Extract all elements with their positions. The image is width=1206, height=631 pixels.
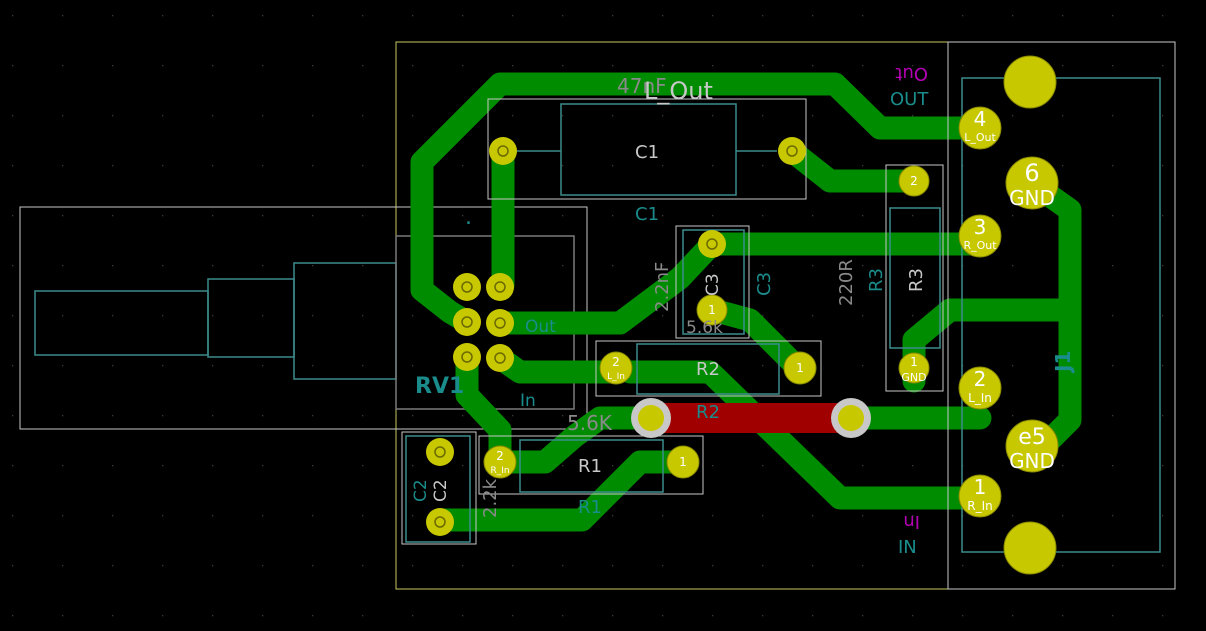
rv1-pad-4-hole <box>494 317 506 329</box>
r2-ref-fab: R2 <box>696 359 720 380</box>
silk-and-fab-labels: 47nF L_Out C1 C1 RV1 Out In . 2.2nF C3 C… <box>411 63 1075 558</box>
rv1-pad-5 <box>453 343 481 371</box>
pad-r3-2: 2 <box>898 165 930 197</box>
r1-value-label: 2.2k <box>480 478 501 518</box>
pad-number: e5 <box>1018 425 1046 450</box>
c1-pad-1 <box>489 137 517 165</box>
c1-ref-silk: C1 <box>635 204 659 225</box>
c2-pad-2 <box>426 508 454 536</box>
rv1-pad-2 <box>486 273 514 301</box>
c2-pad-1-hole <box>434 446 446 458</box>
r1-ref-fab: R1 <box>578 456 602 477</box>
r3-ref-silk: R3 <box>866 268 887 292</box>
c3-pad-2 <box>698 230 726 258</box>
pad-r2-1: 1 <box>783 351 817 385</box>
pad-c3-1: 1 <box>696 294 728 326</box>
j1-ref: J1 <box>1051 351 1075 374</box>
pad-r1-2: 2R_In <box>483 445 517 479</box>
c2-ref-silk: C2 <box>411 479 431 502</box>
in-mirror-label: In <box>903 511 920 532</box>
out-label: OUT <box>890 89 929 110</box>
rv1-in-label: In <box>520 391 536 411</box>
c2-ref-fab: C2 <box>431 479 451 502</box>
c1-net-label: L_Out <box>644 77 713 105</box>
pad-net-label: R_In <box>967 499 992 513</box>
rv1-pad-4 <box>486 309 514 337</box>
r1-ref-silk: R1 <box>578 497 602 518</box>
rv1-pad-6 <box>486 344 514 372</box>
r2-ref-silk: R2 <box>696 402 720 423</box>
c3-pad-2-hole <box>706 238 718 250</box>
rv1-pad-3 <box>453 308 481 336</box>
c3-inner-value: 5.6k <box>686 318 723 338</box>
r2-value-label: 5.6K <box>567 411 613 435</box>
in-label: IN <box>898 537 917 558</box>
pad-number: 1 <box>974 475 987 499</box>
rv1-pad-5-hole <box>461 351 473 363</box>
c1-pad-1-hole <box>497 145 509 157</box>
pad-number: 1 <box>796 361 804 375</box>
pad-number: 2 <box>910 174 918 188</box>
c3-value-label: 2.2nF <box>652 262 673 312</box>
c2-pad-1 <box>426 438 454 466</box>
c1-value-label: 47nF <box>617 74 667 98</box>
rv1-pad-3-hole <box>461 316 473 328</box>
pad-net-label: R_Out <box>963 239 997 252</box>
pad-number: 4 <box>974 107 987 131</box>
r3-ref-fab: R3 <box>906 268 927 292</box>
pad-net-label: L_In <box>968 391 992 405</box>
back-copper-traces <box>410 72 1082 532</box>
vias <box>631 398 871 438</box>
pad-number: 2 <box>496 449 504 463</box>
c1-pad-2 <box>778 137 806 165</box>
pad-net-label: L_In <box>607 372 625 382</box>
pad-number: 2 <box>612 355 620 369</box>
r3-value-label: 220R <box>836 259 857 306</box>
pad-r1-1: 1 <box>666 445 700 479</box>
rv1-pin1-marker: . <box>465 205 472 230</box>
c1-ref-fab: C1 <box>635 142 659 163</box>
pad-net-label: GND <box>901 371 926 384</box>
pad-number: 6 <box>1024 159 1039 187</box>
through-hole-pads: 4L_Out6GND3R_Out2L_Ine5GND1R_In21GND2L_I… <box>426 106 1059 536</box>
pad-j1-2: 2L_In <box>958 366 1002 410</box>
rv1-out-label: Out <box>525 317 556 337</box>
pad-net-label: GND <box>1009 186 1055 210</box>
pad-j1-1: 1R_In <box>958 474 1002 518</box>
rv1-pad-1 <box>453 273 481 301</box>
rv1-ref: RV1 <box>415 374 464 399</box>
component-outlines <box>401 41 1176 590</box>
pad-j1-3: 3R_Out <box>958 214 1002 258</box>
pad-number: 3 <box>974 215 987 239</box>
pad-number: 2 <box>974 367 987 391</box>
pad-net-label: GND <box>1009 449 1055 473</box>
pad-net-label: R_In <box>490 466 509 476</box>
pad-number: 1 <box>679 455 687 469</box>
c3-ref-silk: C3 <box>754 272 775 296</box>
j1-mount-pads <box>1003 55 1057 575</box>
pad-number: 1 <box>910 355 918 369</box>
pad-j1-4: 4L_Out <box>958 106 1002 150</box>
pad-net-label: L_Out <box>964 131 996 144</box>
rv1-pad-1-hole <box>461 281 473 293</box>
pad-number: 1 <box>708 303 716 317</box>
c2-pad-2-hole <box>434 516 446 528</box>
c1-pad-2-hole <box>786 145 798 157</box>
rv1-pad-6-hole <box>494 352 506 364</box>
c3-ref-fab: C3 <box>703 273 723 296</box>
out-mirror-label: Out <box>895 63 928 84</box>
rv1-pad-2-hole <box>494 281 506 293</box>
pad-r2-2: 2L_In <box>599 351 633 385</box>
